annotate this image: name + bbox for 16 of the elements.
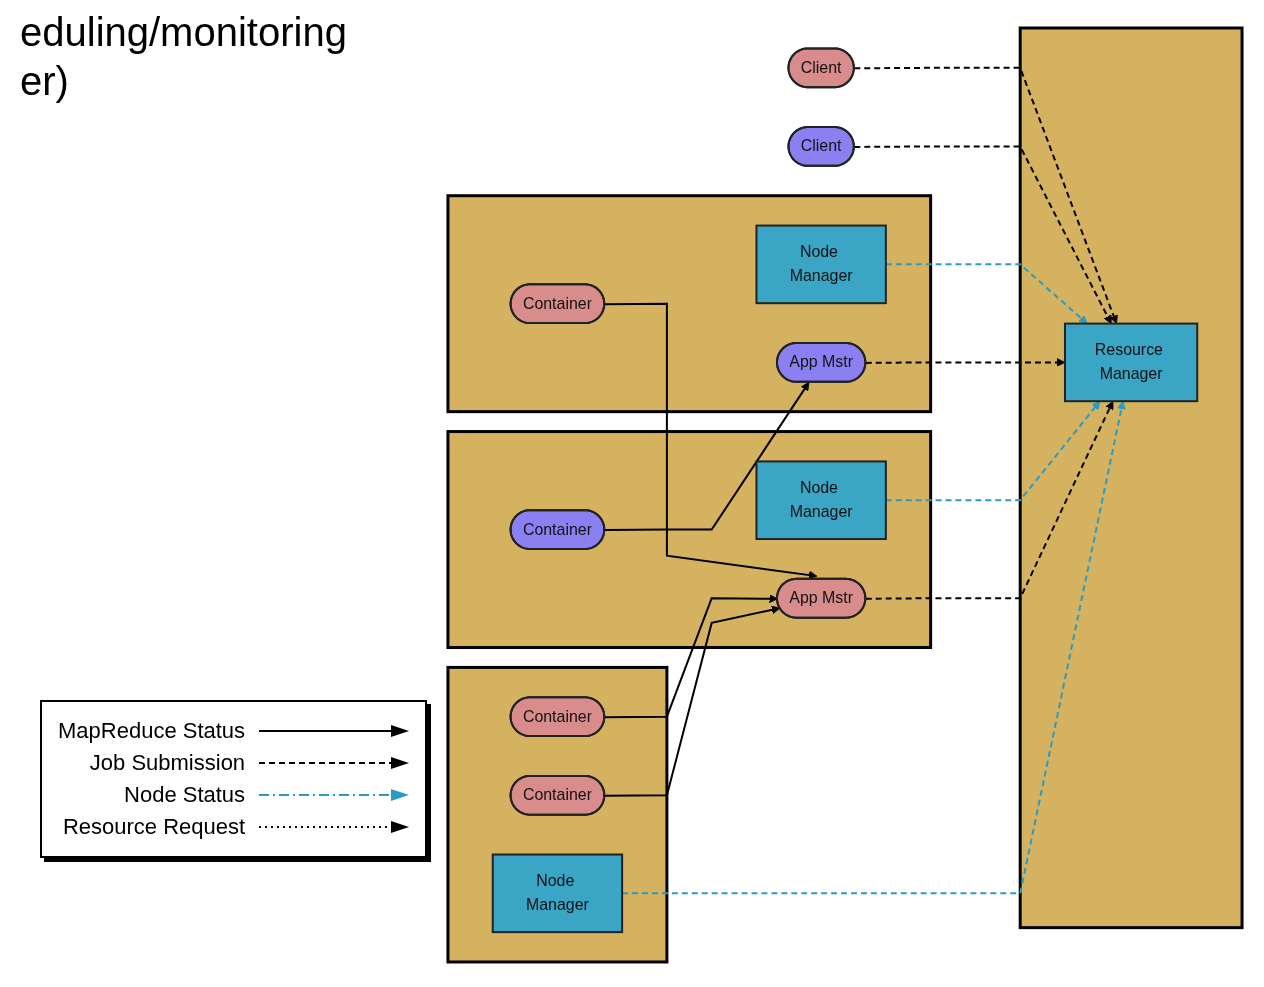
arrow xyxy=(853,145,1112,324)
heading-text: eduling/monitoring xyxy=(20,10,347,55)
cluster xyxy=(446,430,933,649)
node-box: Node Manager xyxy=(755,224,887,305)
cluster xyxy=(446,665,669,964)
arrow xyxy=(853,66,1118,324)
cluster xyxy=(446,194,933,414)
legend-label: Node Status xyxy=(124,782,246,808)
node-box: Node Manager xyxy=(491,853,624,934)
legend-label: MapReduce Status xyxy=(58,718,246,744)
node-box: Node Manager xyxy=(755,460,887,541)
legend-label: Resource Request xyxy=(62,814,246,840)
legend-label: Job Submission xyxy=(89,750,246,776)
heading-text: er) xyxy=(20,59,70,104)
node-box: Resource Manager xyxy=(1063,322,1199,403)
cluster xyxy=(1018,26,1244,930)
